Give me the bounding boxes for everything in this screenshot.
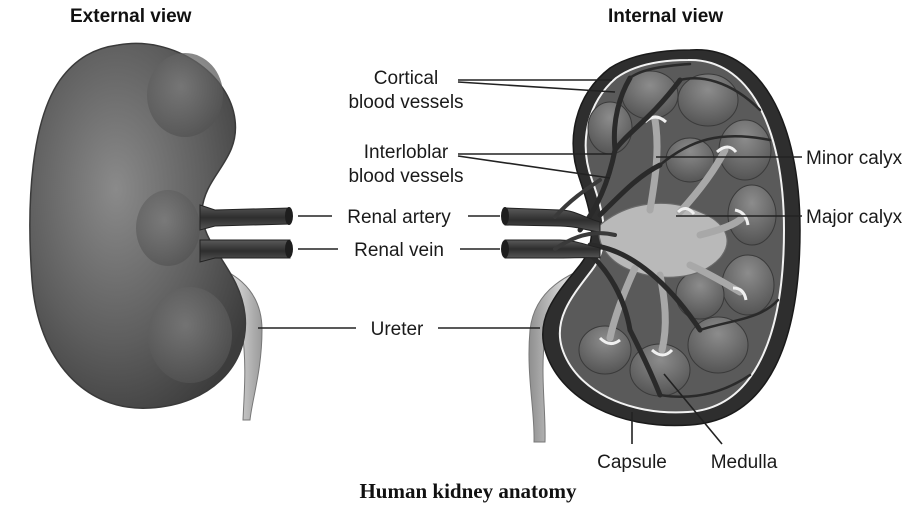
internal-artery-end: [501, 207, 509, 225]
label-cortical-line2: blood vessels: [348, 92, 463, 113]
label-renal-vein: Renal vein: [354, 240, 444, 261]
external-renal-artery: [200, 205, 290, 230]
label-cortical-line1: Cortical: [374, 68, 438, 89]
external-lobe-top: [147, 53, 223, 137]
external-vein-end: [285, 240, 293, 258]
external-lobe-bottom: [148, 287, 232, 383]
label-medulla: Medulla: [711, 452, 778, 473]
internal-view-heading: Internal view: [608, 6, 723, 27]
internal-renal-artery: [505, 208, 600, 232]
internal-kidney: [501, 50, 800, 442]
external-renal-vein: [200, 240, 290, 262]
label-minor-calyx: Minor calyx: [806, 148, 903, 169]
external-kidney: [30, 43, 293, 420]
internal-renal-vein: [505, 240, 600, 258]
label-ureter: Ureter: [371, 319, 424, 340]
label-major-calyx: Major calyx: [806, 207, 903, 228]
label-renal-artery: Renal artery: [347, 207, 451, 228]
external-artery-end: [285, 207, 293, 225]
external-view-heading: External view: [70, 6, 192, 27]
internal-vein-end: [501, 240, 509, 258]
label-interlobar-line2: blood vessels: [348, 166, 463, 187]
label-interlobar-line1: Interloblar: [364, 142, 449, 163]
label-capsule: Capsule: [597, 452, 667, 473]
figure-caption: Human kidney anatomy: [359, 479, 577, 503]
external-lobe-mid: [136, 190, 200, 266]
